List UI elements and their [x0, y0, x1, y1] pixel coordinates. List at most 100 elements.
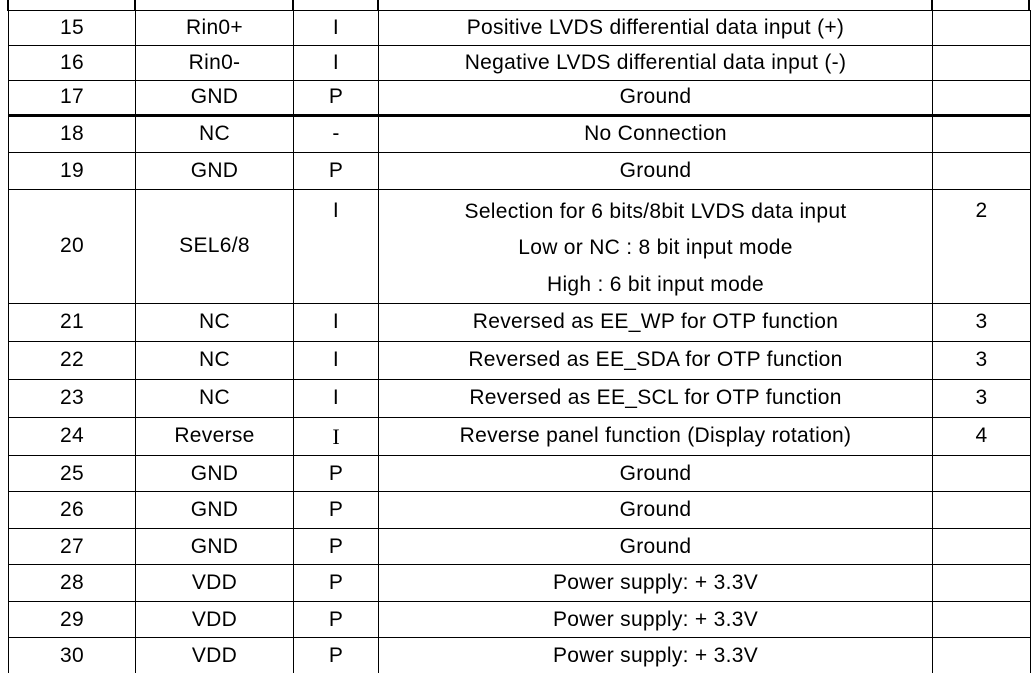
remark-cell [932, 80, 1031, 117]
name-cell: VDD [135, 637, 294, 673]
table-row-pin-27: 27 GND P Ground [8, 527, 1031, 566]
io-cell: I [293, 416, 379, 456]
name-cell: NC [135, 340, 294, 380]
description-cell: Ground [378, 152, 933, 190]
description-cell: Reversed as EE_SCL for OTP function [378, 378, 933, 418]
remark-cell [932, 491, 1031, 529]
pin-cell: 24 [8, 416, 136, 456]
remark-cell [932, 600, 1031, 639]
table-row-pin-26: 26 GND P Ground [8, 491, 1031, 529]
remark-cell [932, 454, 1031, 493]
name-cell: NC [135, 378, 294, 418]
column-rule-stub [134, 0, 136, 11]
description-cell: Reversed as EE_WP for OTP function [378, 302, 933, 342]
name-cell: Reverse [135, 416, 294, 456]
pin-description-table: 15 Rin0+ I Positive LVDS differential da… [8, 10, 1031, 673]
remark-cell: 2 [932, 189, 1031, 304]
table-row-pin-22: 22 NC I Reversed as EE_SDA for OTP funct… [8, 340, 1031, 380]
pin-cell: 26 [8, 491, 136, 529]
column-rule-stub [292, 0, 294, 11]
pin-cell: 29 [8, 600, 136, 639]
pin-cell: 20 [8, 189, 136, 304]
pin-cell: 23 [8, 378, 136, 418]
pin-cell: 28 [8, 564, 136, 602]
name-cell: Rin0+ [135, 10, 294, 46]
io-cell: P [293, 80, 379, 117]
pin-cell: 18 [8, 115, 136, 153]
table-row-pin-21: 21 NC I Reversed as EE_WP for OTP functi… [8, 302, 1031, 342]
pin-cell: 15 [8, 10, 136, 46]
column-rule-stub [931, 0, 933, 11]
name-cell: GND [135, 491, 294, 529]
table-row-pin-23: 23 NC I Reversed as EE_SCL for OTP funct… [8, 378, 1031, 418]
description-cell: Reverse panel function (Display rotation… [378, 416, 933, 456]
io-cell: I [293, 10, 379, 46]
remark-cell [932, 115, 1031, 153]
remark-cell [932, 527, 1031, 566]
remark-cell [932, 637, 1031, 673]
description-line: Selection for 6 bits/8bit LVDS data inpu… [464, 200, 847, 223]
remark-cell: 4 [932, 416, 1031, 456]
remark-cell [932, 10, 1031, 46]
io-cell: I [293, 302, 379, 342]
description-cell: Ground [378, 80, 933, 117]
description-line: High : 6 bit input mode [546, 272, 765, 296]
io-cell: I [293, 189, 379, 304]
table-row-pin-25: 25 GND P Ground [8, 454, 1031, 493]
name-cell: Rin0- [135, 45, 294, 81]
io-cell: P [293, 454, 379, 493]
remark-cell: 3 [932, 340, 1031, 380]
pin-cell: 22 [8, 340, 136, 380]
name-cell: GND [135, 152, 294, 190]
name-cell: GND [135, 454, 294, 493]
table-row-pin-30: 30 VDD P Power supply: + 3.3V [8, 637, 1031, 673]
description-cell: Power supply: + 3.3V [378, 637, 933, 673]
remark-cell: 3 [932, 378, 1031, 418]
name-cell: VDD [135, 564, 294, 602]
table-row-pin-18: 18 NC - No Connection [8, 115, 1031, 153]
table-row-pin-16: 16 Rin0- I Negative LVDS differential da… [8, 45, 1031, 81]
description-cell: Power supply: + 3.3V [378, 564, 933, 602]
description-cell: Power supply: + 3.3V [378, 600, 933, 639]
io-cell: P [293, 600, 379, 639]
table-row-pin-28: 28 VDD P Power supply: + 3.3V [8, 564, 1031, 602]
pin-cell: 27 [8, 527, 136, 566]
table-row-pin-15: 15 Rin0+ I Positive LVDS differential da… [8, 10, 1031, 46]
io-cell: P [293, 152, 379, 190]
column-rule-stub [377, 0, 379, 11]
pin-cell: 30 [8, 637, 136, 673]
description-cell: Reversed as EE_SDA for OTP function [378, 340, 933, 380]
remark-cell [932, 45, 1031, 81]
pin-cell: 25 [8, 454, 136, 493]
name-cell: GND [135, 80, 294, 117]
name-cell: NC [135, 302, 294, 342]
io-cell: P [293, 637, 379, 673]
io-cell: P [293, 527, 379, 566]
description-cell: Ground [378, 454, 933, 493]
table-row-pin-29: 29 VDD P Power supply: + 3.3V [8, 600, 1031, 639]
name-cell: GND [135, 527, 294, 566]
pin-cell: 21 [8, 302, 136, 342]
description-cell: Selection for 6 bits/8bit LVDS data inpu… [378, 189, 933, 304]
table-row-pin-24: 24 Reverse I Reverse panel function (Dis… [8, 416, 1031, 456]
table-row-pin-20: 20 SEL6/8 I Selection for 6 bits/8bit LV… [8, 189, 1031, 304]
remark-cell [932, 564, 1031, 602]
description-line: Low or NC : 8 bit input mode [518, 236, 793, 260]
remark-cell: 3 [932, 302, 1031, 342]
description-cell: Ground [378, 527, 933, 566]
table-row-pin-19: 19 GND P Ground [8, 152, 1031, 190]
io-cell: P [293, 491, 379, 529]
pin-cell: 19 [8, 152, 136, 190]
column-rule-stub [1028, 0, 1030, 11]
io-cell: - [293, 115, 379, 153]
description-cell: Ground [378, 491, 933, 529]
description-cell: Negative LVDS differential data input (-… [378, 45, 933, 81]
pin-cell: 16 [8, 45, 136, 81]
column-rule-stub [7, 0, 9, 11]
table-row-pin-17: 17 GND P Ground [8, 80, 1031, 117]
name-cell: SEL6/8 [135, 189, 294, 304]
io-cell: I [293, 45, 379, 81]
name-cell: VDD [135, 600, 294, 639]
description-cell: Positive LVDS differential data input (+… [378, 10, 933, 46]
